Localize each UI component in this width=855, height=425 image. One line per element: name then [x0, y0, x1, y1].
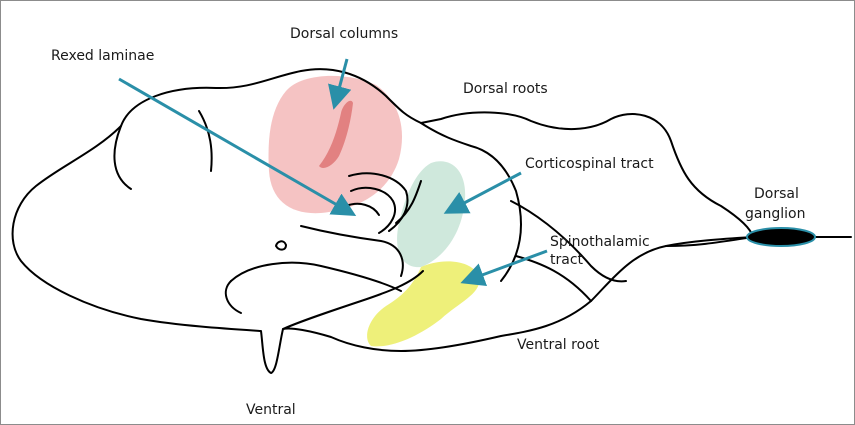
label-dorsal-ganglion-line1: Dorsal: [754, 185, 799, 203]
spinothalamic-region: [367, 261, 479, 346]
dorsal-ganglion-shape: [747, 228, 815, 246]
label-ventral-root: Ventral root: [517, 336, 599, 354]
corticospinal-region: [397, 161, 465, 267]
label-spinothalamic-line1: Spinothalamic: [550, 233, 650, 251]
label-dorsal-ganglion-line2: ganglion: [745, 205, 805, 223]
label-dorsal-columns: Dorsal columns: [290, 25, 398, 43]
arrow-spinothalamic: [466, 251, 547, 281]
label-rexed-laminae: Rexed laminae: [51, 47, 154, 65]
label-spinothalamic-line2: tract: [550, 251, 583, 269]
label-corticospinal-tract: Corticospinal tract: [525, 155, 654, 173]
label-dorsal-roots: Dorsal roots: [463, 80, 548, 98]
label-ventral: Ventral: [246, 401, 296, 419]
